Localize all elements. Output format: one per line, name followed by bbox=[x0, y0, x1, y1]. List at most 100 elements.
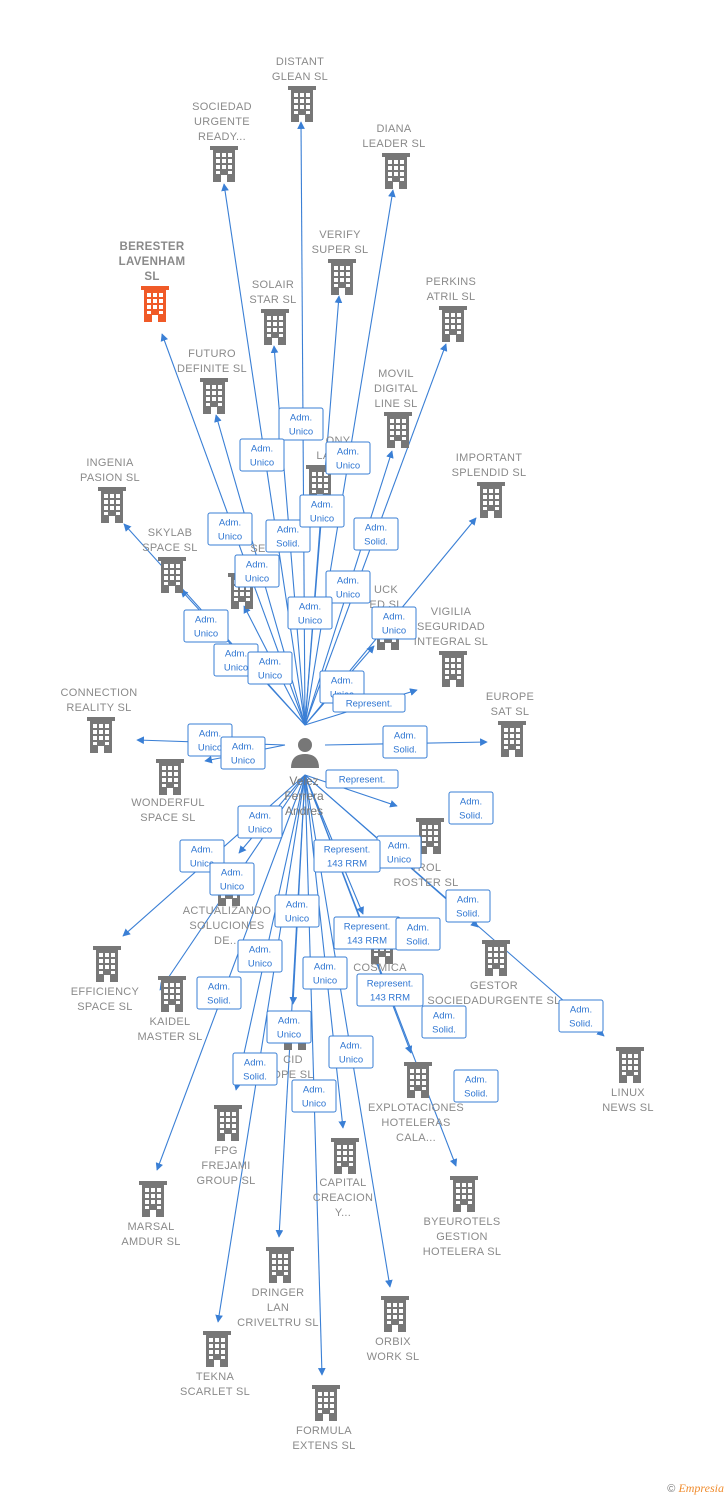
edge-role-label: Represent.143 RRM bbox=[333, 916, 401, 950]
edge-role-label: Adm.Unico bbox=[266, 1010, 312, 1044]
building-icon bbox=[93, 946, 121, 982]
svg-text:Adm.Unico: Adm.Unico bbox=[285, 900, 309, 925]
svg-text:Adm.Solid.: Adm.Solid. bbox=[364, 523, 388, 548]
svg-text:Adm.Solid.: Adm.Solid. bbox=[393, 731, 417, 756]
edge-role-label: Adm.Unico bbox=[274, 894, 320, 928]
edge-role-label: Adm.Unico bbox=[209, 862, 255, 896]
building-icon bbox=[404, 1062, 432, 1098]
edge-role-label: Adm.Solid. bbox=[395, 917, 441, 951]
svg-text:Adm.Unico: Adm.Unico bbox=[302, 1085, 326, 1110]
edge-role-label: Adm.Unico bbox=[237, 805, 283, 839]
svg-text:Adm.Unico: Adm.Unico bbox=[298, 602, 322, 627]
edge-role-label: Adm.Solid. bbox=[558, 999, 604, 1033]
edge-fpg bbox=[233, 774, 306, 1091]
edge-role-label: Adm.Solid. bbox=[448, 791, 494, 825]
building-icon bbox=[439, 651, 467, 687]
building-icon bbox=[156, 759, 184, 795]
edge-role-label: Represent.143 RRM bbox=[356, 973, 424, 1007]
edge-role-label: Represent.143 RRM bbox=[313, 839, 381, 873]
edge-role-label: Adm.Solid. bbox=[382, 725, 428, 759]
edge-role-label: Adm.Unico bbox=[234, 554, 280, 588]
building-icon bbox=[498, 721, 526, 757]
edge-marsal bbox=[155, 774, 306, 1171]
svg-text:Adm.Unico: Adm.Unico bbox=[220, 868, 244, 893]
svg-text:Adm.Unico: Adm.Unico bbox=[194, 615, 218, 640]
building-icon bbox=[266, 1247, 294, 1283]
svg-text:Adm.Solid.: Adm.Solid. bbox=[432, 1011, 456, 1036]
edge-role-label: Adm.Unico bbox=[237, 939, 283, 973]
svg-text:Adm.Unico: Adm.Unico bbox=[310, 500, 334, 525]
svg-text:Represent.: Represent. bbox=[339, 775, 385, 786]
svg-text:Represent.143 RRM: Represent.143 RRM bbox=[324, 845, 370, 870]
building-icon bbox=[439, 306, 467, 342]
svg-text:Adm.Unico: Adm.Unico bbox=[336, 447, 360, 472]
edge-role-label: Adm.Unico bbox=[213, 643, 259, 677]
edge-role-label: Adm.Unico bbox=[325, 570, 371, 604]
edge-role-label: Adm.Unico bbox=[376, 835, 422, 869]
edge-role-label: Represent. bbox=[325, 769, 399, 789]
edge-role-label: Adm.Solid. bbox=[421, 1005, 467, 1039]
building-icon bbox=[87, 717, 115, 753]
building-icon bbox=[210, 146, 238, 182]
svg-text:Adm.Unico: Adm.Unico bbox=[277, 1016, 301, 1041]
svg-text:Adm.Solid.: Adm.Solid. bbox=[456, 895, 480, 920]
svg-text:Adm.Unico: Adm.Unico bbox=[339, 1041, 363, 1066]
edge-role-label: Adm.Unico bbox=[371, 606, 417, 640]
edge-role-label: Adm.Solid. bbox=[196, 976, 242, 1010]
svg-text:Adm.Unico: Adm.Unico bbox=[248, 811, 272, 836]
footer-brand[interactable]: © Empresia bbox=[667, 1481, 724, 1496]
edge-role-label: Adm.Solid. bbox=[353, 517, 399, 551]
svg-text:Adm.Unico: Adm.Unico bbox=[382, 612, 406, 637]
svg-text:Adm.Unico: Adm.Unico bbox=[248, 945, 272, 970]
building-icon bbox=[482, 940, 510, 976]
building-icon bbox=[203, 1331, 231, 1367]
edge-role-label: Adm.Unico bbox=[291, 1079, 337, 1113]
